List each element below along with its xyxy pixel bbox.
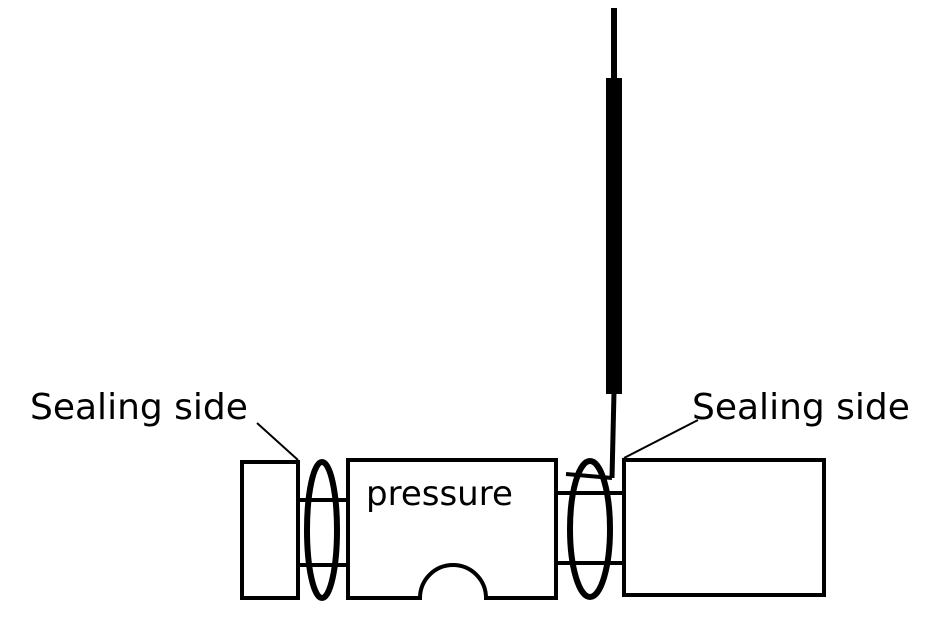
left-end-block	[240, 460, 300, 600]
right-seal-ring	[567, 458, 613, 600]
probe-handle	[606, 78, 622, 394]
left-seal-ring	[304, 459, 340, 601]
right-leader-line	[623, 419, 699, 459]
pressure-label: pressure	[366, 474, 513, 514]
right-end-block	[622, 458, 826, 597]
pressure-block	[346, 458, 558, 600]
left-leader-line	[256, 422, 299, 461]
right-sealing-side-label: Sealing side	[692, 387, 910, 428]
probe-lower-rod	[609, 391, 617, 479]
probe-tip	[565, 472, 613, 480]
left-sealing-side-label: Sealing side	[30, 387, 248, 428]
